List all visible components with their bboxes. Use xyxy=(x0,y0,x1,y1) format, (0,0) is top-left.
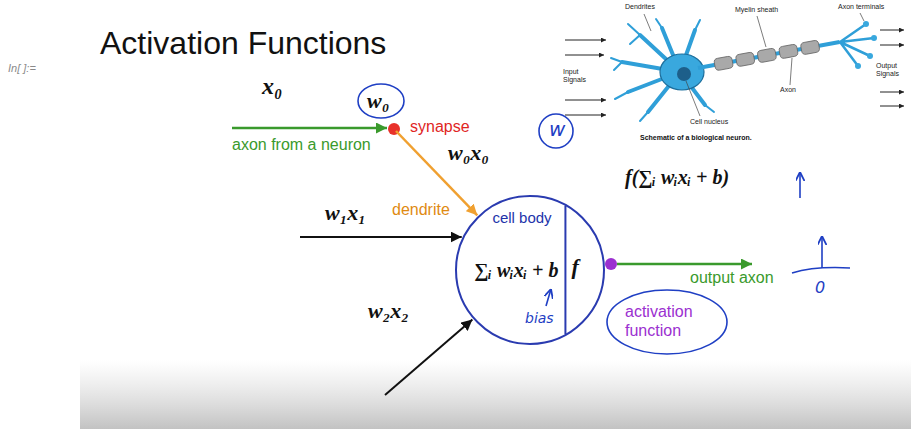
activation-dot xyxy=(605,258,617,270)
cell-label: In[ ]:= xyxy=(8,62,36,75)
output-arrow xyxy=(880,30,904,31)
axon-terminals xyxy=(840,24,874,66)
handwritten-note: bias xyxy=(525,310,554,327)
myelin-segment xyxy=(735,52,755,67)
output-arrow xyxy=(880,45,904,46)
weighted-input: w₁x₁ xyxy=(325,200,366,226)
handwritten-circle xyxy=(539,114,573,148)
part-label: Cell nucleus xyxy=(690,118,728,126)
weighted-input: w₂x₂ xyxy=(368,298,409,324)
part-label: Axon terminals xyxy=(838,3,884,11)
output-formula: f(∑ᵢ wᵢxᵢ + b) xyxy=(625,165,729,189)
input-arrow xyxy=(565,115,606,116)
input-arrow xyxy=(565,55,604,56)
output-axon-label: output axon xyxy=(690,268,774,287)
handwritten-circle xyxy=(358,84,404,118)
axon-label: axon from a neuron xyxy=(232,135,371,154)
input-arrow xyxy=(565,40,606,41)
activation-symbol: f xyxy=(571,254,578,280)
part-label: Dendrites xyxy=(625,3,655,11)
dendrite-label: dendrite xyxy=(392,200,450,219)
activation-label: activation function xyxy=(625,302,717,340)
sum-formula: ∑ᵢ wᵢxᵢ + b xyxy=(474,258,558,282)
synapse-label: synapse xyxy=(410,117,470,136)
cell-body-circle: cell body ∑ᵢ wᵢxᵢ + b f xyxy=(455,195,605,345)
cell-body xyxy=(660,54,704,90)
leader-lines xyxy=(644,13,864,116)
handwritten-axis xyxy=(792,268,850,273)
handwritten-note: w xyxy=(549,117,565,141)
weighted-input: w₀x₀ xyxy=(448,140,489,166)
output-axon-arrow xyxy=(617,263,752,266)
part-label: Myelin sheath xyxy=(735,6,778,14)
divider-line xyxy=(564,206,566,334)
video-band xyxy=(80,360,911,429)
input-symbol: x₀ xyxy=(262,72,282,101)
axon xyxy=(697,36,841,74)
input-axon-arrow xyxy=(232,127,387,130)
myelin-segment xyxy=(714,56,734,71)
handwritten-note: 0 xyxy=(815,278,825,297)
biological-neuron xyxy=(565,13,904,121)
node-heading: cell body xyxy=(492,209,551,227)
handwritten-circle xyxy=(607,290,727,354)
handwritten-arrow xyxy=(821,236,823,268)
handwritten-arrow xyxy=(546,289,551,306)
figure-caption: Schematic of a biological neuron. xyxy=(640,134,752,142)
input-arrow xyxy=(385,320,472,395)
myelin-segment xyxy=(757,48,777,63)
dendrites xyxy=(611,19,714,121)
cell-nucleus xyxy=(677,67,691,81)
output-arrow xyxy=(880,106,904,107)
part-label: Output Signals xyxy=(876,62,906,79)
weight-symbol: w₀ xyxy=(367,88,389,114)
input-arrow xyxy=(565,100,606,101)
handwritten-arrow xyxy=(799,172,801,198)
myelin-segment xyxy=(800,40,820,55)
myelin-segment xyxy=(779,44,799,59)
input-arrow xyxy=(300,236,462,238)
output-arrow xyxy=(880,92,904,93)
part-label: Axon xyxy=(780,86,796,94)
part-label: Input Signals xyxy=(563,68,595,85)
terminal-buttons xyxy=(855,21,877,69)
slide-title: Activation Functions xyxy=(100,24,386,62)
